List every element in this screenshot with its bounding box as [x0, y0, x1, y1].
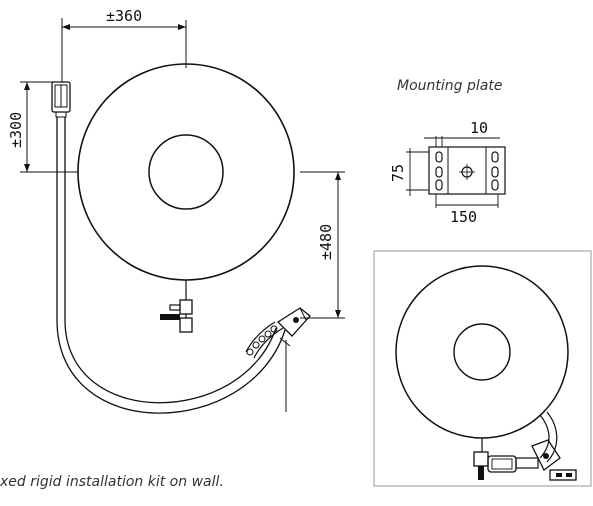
mounting-plate-drawing	[406, 136, 506, 208]
bottom-caption: xed rigid installation kit on wall.	[0, 474, 224, 490]
dim-480-arrow-top	[335, 172, 341, 180]
dim-360-arrow-left	[62, 24, 70, 30]
stop-valve-icon	[160, 280, 193, 333]
reel-drum-outer	[77, 63, 295, 281]
inset-reel-drum-hub	[453, 323, 511, 381]
dim-360-arrow-right	[178, 24, 186, 30]
reel-drum-hub	[148, 134, 224, 210]
dim-300-arrow-bottom	[24, 164, 30, 172]
dim-360-label: ±360	[106, 7, 142, 25]
mounting-plate-dim-75: 75	[389, 164, 407, 182]
mounting-plate-dim-10: 10	[470, 119, 488, 137]
dim-480-label: ±480	[317, 224, 335, 260]
mounting-plate-title: Mounting plate	[397, 78, 502, 94]
mounting-plate-body	[428, 146, 506, 195]
dim-300-label: ±300	[7, 112, 25, 148]
inset-bracket-icon	[531, 439, 577, 481]
dim-480-arrow-bottom	[335, 310, 341, 318]
wall-valve-icon	[51, 81, 71, 118]
hose-inner-line	[64, 117, 277, 404]
hose-outer-line	[56, 117, 286, 414]
swivel-bracket-icon	[276, 307, 311, 347]
inset-reel-view	[395, 265, 577, 481]
mounting-plate-dim-150: 150	[450, 208, 477, 226]
main-reel-view	[20, 18, 345, 414]
inset-valve-icon	[473, 451, 539, 480]
flexible-hose-segment	[245, 321, 284, 359]
dim-300-arrow-top	[24, 82, 30, 90]
